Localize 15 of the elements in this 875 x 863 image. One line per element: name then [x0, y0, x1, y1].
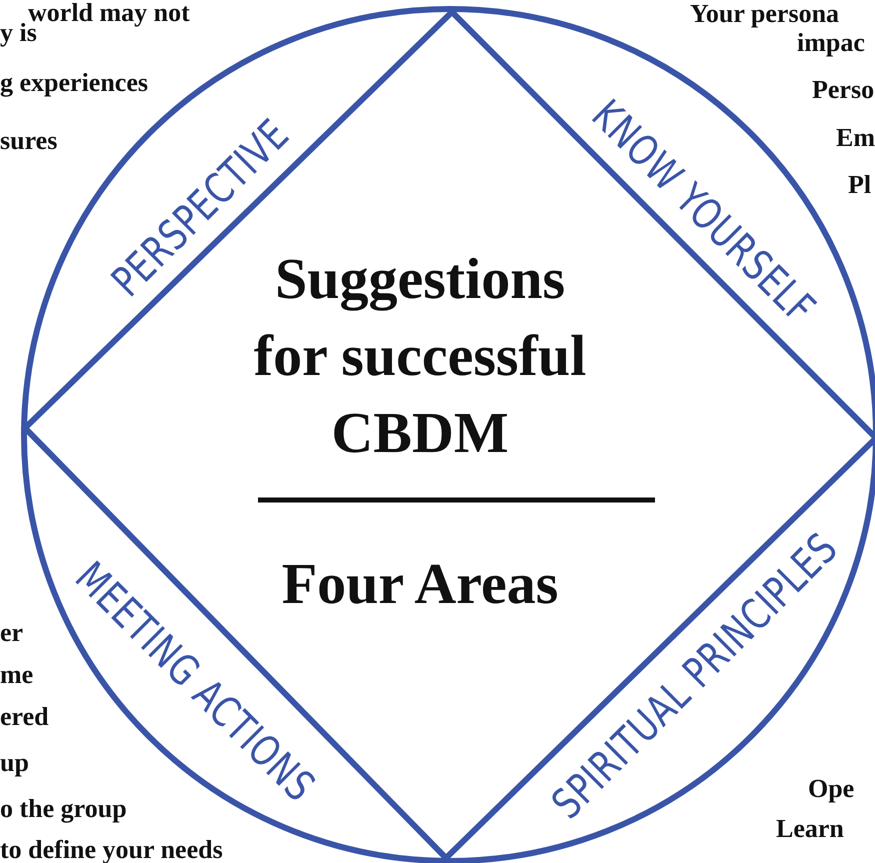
- text-fragment: Em: [836, 125, 875, 151]
- text-fragment: me: [0, 662, 34, 688]
- text-fragment: sures: [0, 128, 58, 154]
- text-fragment: er: [0, 620, 24, 646]
- text-fragment: Ope: [808, 776, 854, 802]
- text-fragment: o the group: [0, 796, 127, 822]
- center-subtitle: Four Areas: [280, 550, 560, 618]
- text-fragment: impac: [797, 30, 865, 56]
- text-fragment: ered: [0, 704, 49, 730]
- text-fragment: Learn: [776, 816, 844, 842]
- text-fragment: g experiences: [0, 70, 148, 96]
- text-fragment: Perso: [812, 77, 874, 103]
- text-fragment: Your persona: [690, 1, 840, 27]
- text-fragment: up: [0, 750, 29, 776]
- text-fragment: Pl: [848, 172, 872, 198]
